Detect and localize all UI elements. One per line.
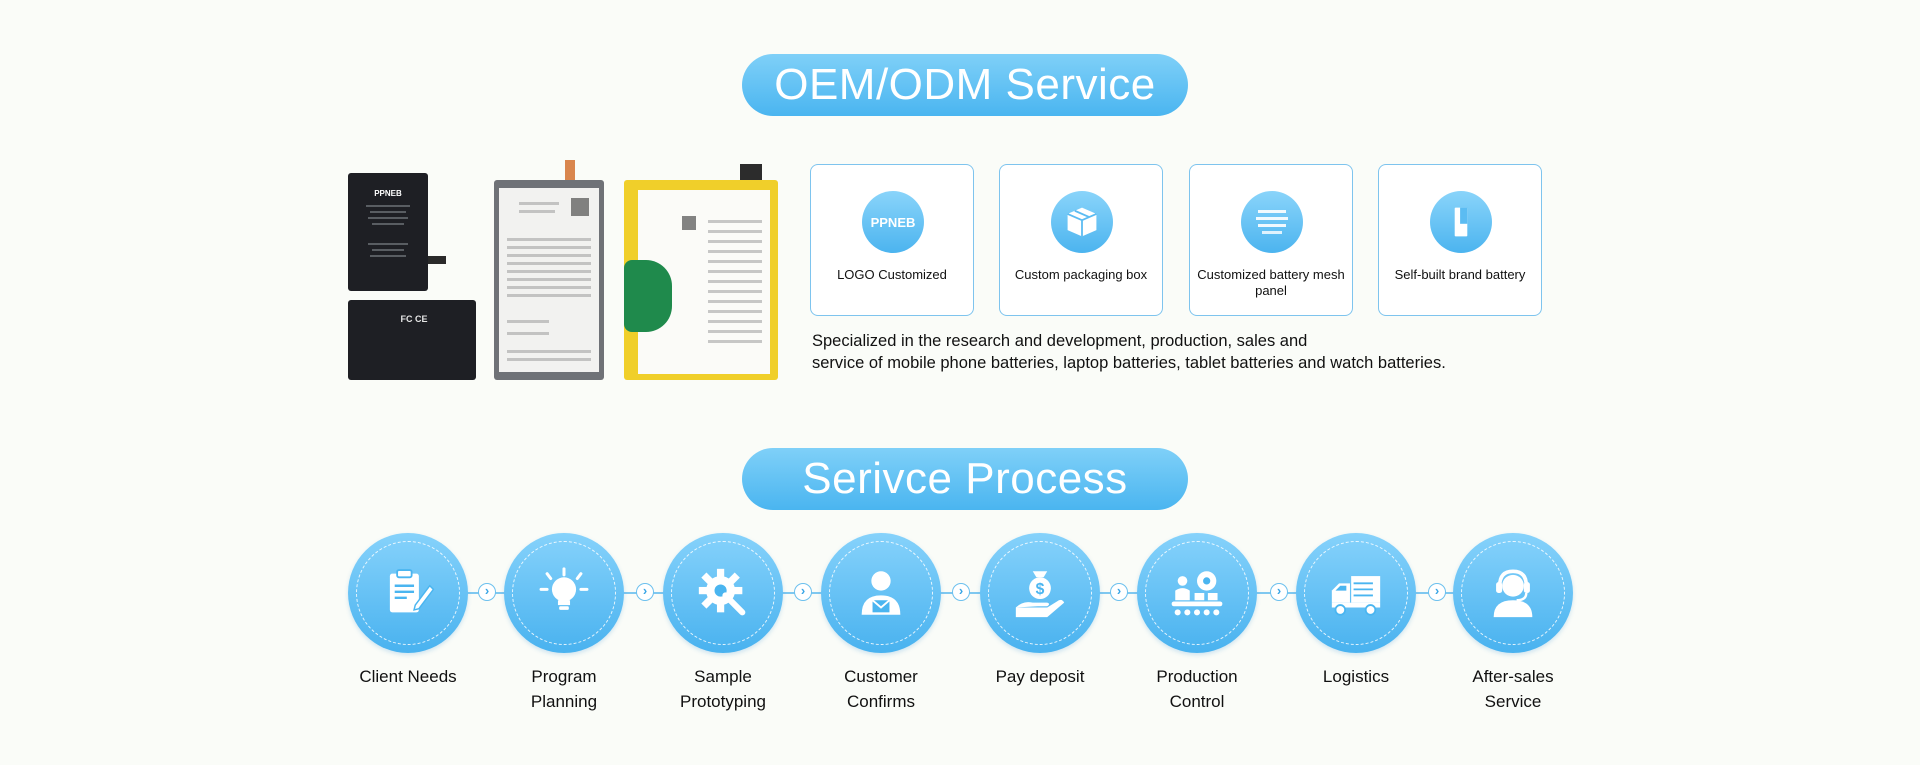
oem-odm-section-title: OEM/ODM Service	[742, 54, 1188, 116]
feature-card-mesh-panel: Customized battery mesh panel	[1189, 164, 1353, 316]
process-step-label: Pay deposit	[995, 667, 1085, 686]
chevron-right-icon: ›	[478, 583, 496, 601]
svg-text:$: $	[1036, 581, 1045, 598]
company-description: Specialized in the research and developm…	[812, 330, 1512, 374]
battery-product-image-2	[494, 180, 604, 380]
headset-icon	[1493, 569, 1533, 618]
service-process-section-title: Serivce Process	[742, 448, 1188, 510]
battery-cert-marks: FC CE	[400, 314, 428, 324]
process-step-label: Client Needs	[359, 667, 457, 686]
feature-card-label: Self-built brand battery	[1394, 267, 1526, 282]
feature-card-logo: PPNEB LOGO Customized	[810, 164, 974, 316]
factory-icon	[1171, 571, 1223, 616]
lightbulb-icon	[539, 567, 589, 610]
feature-card-label: Custom packaging box	[1014, 267, 1148, 282]
battery-connector	[740, 164, 762, 182]
process-step-after-sales-service	[1453, 533, 1573, 653]
process-step-label: Logistics	[1322, 667, 1390, 686]
money-hand-icon: $	[1015, 571, 1065, 618]
truck-icon	[1331, 576, 1381, 616]
box-icon	[1051, 191, 1113, 253]
process-step-sample-prototyping	[663, 533, 783, 653]
process-step-program-planning	[504, 533, 624, 653]
gear-wrench-icon	[698, 568, 746, 616]
battery-connector	[428, 256, 446, 264]
process-step-production-control	[1137, 533, 1257, 653]
feature-card-label: LOGO Customized	[837, 267, 947, 282]
chevron-right-icon: ›	[1428, 583, 1446, 601]
chevron-right-icon: ›	[952, 583, 970, 601]
battery-product-image-1: PPNEB	[348, 173, 428, 291]
feature-card-label: Customized battery mesh panel	[1197, 267, 1345, 298]
battery-product-image-3	[624, 180, 778, 380]
person-mail-icon	[861, 571, 901, 615]
process-step-pay-deposit: $	[980, 533, 1100, 653]
chevron-right-icon: ›	[1110, 583, 1128, 601]
logo-badge-icon: PPNEB	[862, 191, 924, 253]
clipboard-icon	[389, 569, 435, 613]
process-step-client-needs	[348, 533, 468, 653]
chevron-right-icon: ›	[636, 583, 654, 601]
battery-cell-icon	[1430, 191, 1492, 253]
logo-badge-text: PPNEB	[870, 214, 916, 230]
chevron-right-icon: ›	[794, 583, 812, 601]
battery-brand-text: PPNEB	[374, 189, 402, 198]
chevron-right-icon: ›	[1270, 583, 1288, 601]
feature-card-packaging: Custom packaging box	[999, 164, 1163, 316]
battery-product-image-1-lower: FC CE	[348, 300, 476, 380]
battery-connector	[565, 160, 575, 182]
description-line-1: Specialized in the research and developm…	[812, 332, 1308, 350]
feature-card-brand-battery: Self-built brand battery	[1378, 164, 1542, 316]
battery-label-icon	[1241, 191, 1303, 253]
process-step-customer-confirms	[821, 533, 941, 653]
process-step-logistics	[1296, 533, 1416, 653]
description-line-2: service of mobile phone batteries, lapto…	[812, 354, 1446, 372]
